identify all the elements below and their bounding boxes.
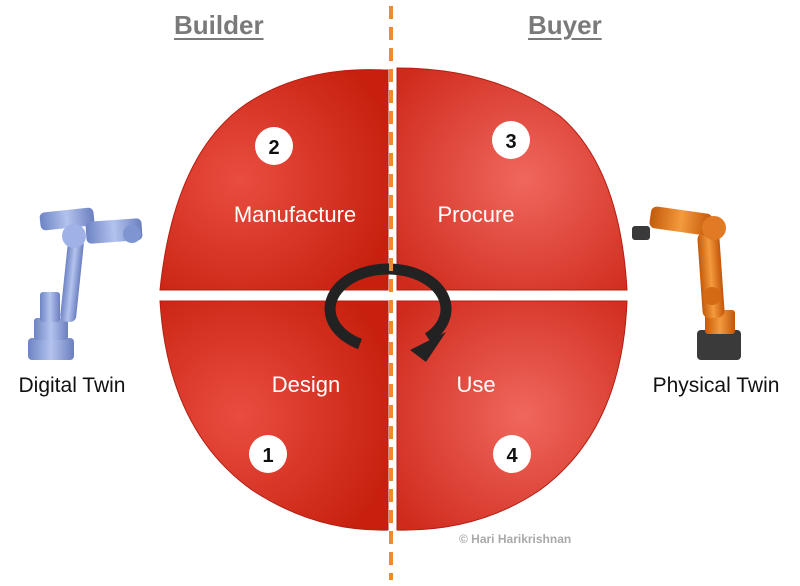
digital-twin-robot-icon — [28, 207, 143, 360]
step-number-4: 4 — [506, 445, 518, 467]
step-number-2: 2 — [268, 137, 279, 159]
quadrant-manufacture: 2 Manufacture — [159, 69, 389, 291]
step-badge-3 — [492, 121, 530, 159]
builder-heading: Builder — [174, 10, 264, 40]
cycle-arrow-icon — [324, 263, 452, 362]
buyer-heading: Buyer — [528, 10, 602, 40]
quadrant-label-use: Use — [456, 372, 495, 397]
quadrant-label-design: Design — [272, 372, 340, 397]
quadrant-use: 4 Use — [396, 300, 628, 531]
quadrant-procure: 3 Procure — [396, 67, 628, 291]
step-number-1: 1 — [262, 445, 273, 467]
quadrant-label-manufacture: Manufacture — [234, 202, 356, 227]
digital-twin-label: Digital Twin — [19, 374, 126, 397]
physical-twin-robot-icon — [632, 206, 741, 360]
step-number-3: 3 — [505, 131, 516, 153]
quadrant-design: 1 Design — [159, 300, 389, 531]
step-badge-4 — [493, 435, 531, 473]
step-badge-2 — [255, 127, 293, 165]
copyright-notice: © Hari Harikrishnan — [459, 532, 572, 546]
step-badge-1 — [249, 435, 287, 473]
quadrant-label-procure: Procure — [437, 202, 514, 227]
physical-twin-label: Physical Twin — [653, 374, 780, 397]
